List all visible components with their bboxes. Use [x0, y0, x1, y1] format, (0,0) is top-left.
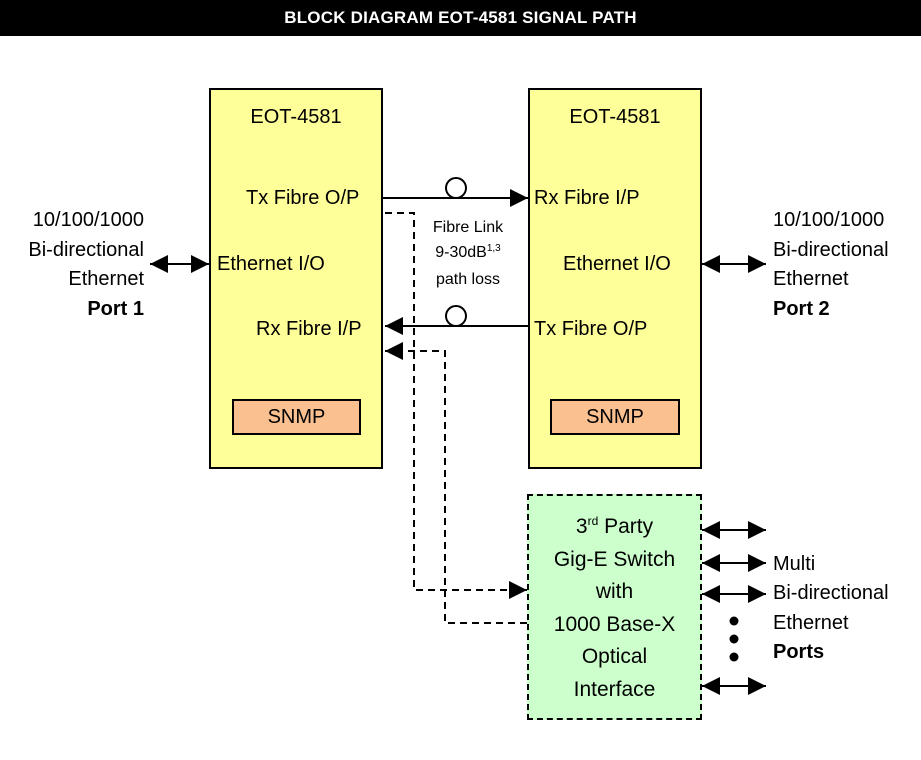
multi-ports-line1: Multi [773, 553, 816, 575]
fibre-link-line3: path loss [435, 271, 501, 288]
fibre-link-line2-wrap: 9-30dB1,3 [420, 243, 516, 261]
multi-ports-line3: Ethernet [773, 612, 849, 634]
right-unit-name: EOT-4581 [569, 106, 661, 128]
port1-line2: Bi-directional [28, 239, 144, 261]
left-snmp-label: SNMP [267, 405, 326, 428]
left-ethernet-io-label: Ethernet I/O [217, 253, 325, 275]
switch-line5: Optical [581, 645, 648, 668]
port1-line1: 10/100/1000 [32, 209, 144, 231]
right-snmp-block: SNMP [550, 399, 680, 435]
switch-line4: 1000 Base-X [553, 613, 676, 636]
switch-line6: Interface [573, 678, 656, 701]
port1-line3: Ethernet [68, 268, 144, 290]
dashed-switch-to-rx-path [385, 342, 527, 624]
ellipsis-dot-1 [729, 616, 739, 626]
right-snmp-label: SNMP [586, 405, 644, 428]
port1-line4: Port 1 [87, 298, 144, 320]
right-rx-fibre-label: Rx Fibre I/P [534, 187, 640, 209]
switch-line1: 3rd Party [529, 514, 700, 538]
port2-line1: 10/100/1000 [773, 209, 885, 231]
left-tx-fibre-label: Tx Fibre O/P [246, 187, 360, 209]
ellipsis-dot-2 [729, 634, 739, 644]
switch-line1-number: 3 [575, 515, 588, 538]
right-tx-fibre-label: Tx Fibre O/P [534, 318, 648, 340]
port2-line4: Port 2 [773, 298, 830, 320]
fibre-link-footnote: 1,3 [486, 243, 501, 254]
switch-line1-suffix: Party [598, 515, 654, 538]
multi-ports-line2: Bi-directional [773, 582, 889, 604]
switch-line2: Gig-E Switch [553, 548, 676, 571]
port2-line3: Ethernet [773, 268, 849, 290]
dashed-tx-to-switch-path [385, 212, 527, 599]
fibre-coil-upper-icon [445, 177, 467, 199]
switch-line3: with [595, 580, 634, 603]
diagram-title: BLOCK DIAGRAM EOT-4581 SIGNAL PATH [0, 0, 921, 36]
multi-ports-line4: Ports [773, 641, 825, 663]
left-unit-name: EOT-4581 [250, 106, 342, 128]
ellipsis-dot-3 [729, 652, 739, 662]
left-snmp-block: SNMP [232, 399, 361, 435]
fibre-coil-lower-icon [445, 305, 467, 327]
right-ethernet-io-label: Ethernet I/O [563, 253, 671, 275]
fibre-link-line1: Fibre Link [432, 219, 504, 236]
switch-line1-sup: rd [587, 514, 599, 528]
port2-line2: Bi-directional [773, 239, 889, 261]
fibre-link-loss: 9-30dB [435, 244, 487, 261]
left-rx-fibre-label: Rx Fibre I/P [256, 318, 362, 340]
third-party-switch: 3rd Party Gig-E Switch with 1000 Base-X … [527, 494, 702, 720]
